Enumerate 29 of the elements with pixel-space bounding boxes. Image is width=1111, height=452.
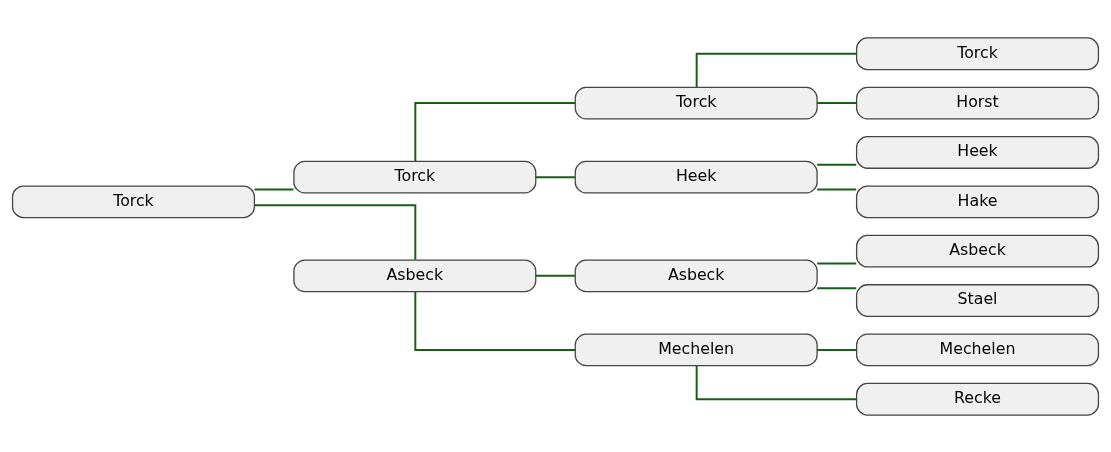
connector — [534, 175, 576, 178]
connector — [816, 101, 858, 104]
node-box: Recke — [855, 382, 1100, 416]
node-box: Mechelen — [574, 332, 818, 366]
node-box: Asbeck — [574, 258, 818, 292]
connector — [816, 348, 858, 351]
node-box: Torck — [855, 36, 1100, 70]
node-box: Asbeck — [855, 234, 1100, 268]
node-box: Heek — [574, 160, 818, 194]
connector — [816, 262, 858, 264]
node-box: Torck — [293, 160, 537, 194]
node-box: Stael — [855, 283, 1100, 317]
node-box: Horst — [855, 86, 1100, 120]
node-box: Torck — [574, 86, 818, 120]
node-box: Asbeck — [293, 258, 537, 292]
connector — [253, 203, 417, 261]
connector — [816, 188, 858, 190]
connector — [816, 163, 858, 166]
connector — [695, 52, 858, 88]
connector — [414, 290, 576, 351]
connector — [534, 274, 576, 277]
node-box: Mechelen — [855, 332, 1100, 366]
node-box: Heek — [855, 135, 1100, 169]
connector — [414, 101, 576, 162]
connector — [253, 188, 295, 190]
connector — [695, 364, 858, 400]
node-box: Hake — [855, 184, 1100, 218]
node-box: Torck — [11, 184, 256, 218]
connector — [816, 286, 858, 289]
